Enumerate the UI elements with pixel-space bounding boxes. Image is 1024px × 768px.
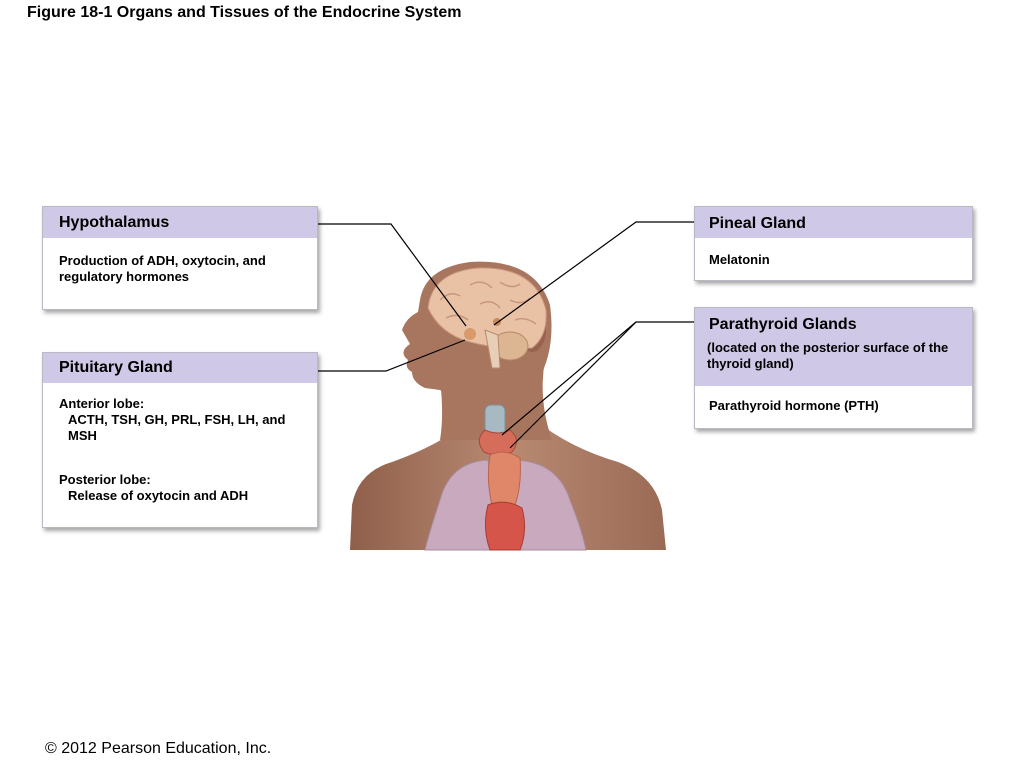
pituitary-card: Pituitary Gland Anterior lobe: ACTH, TSH…	[42, 352, 318, 528]
pineal-text: Melatonin	[709, 252, 770, 267]
parathyroid-subheading: (located on the posterior surface of the…	[707, 340, 949, 371]
trachea-thyroid	[478, 404, 517, 456]
anterior-lobe-text: ACTH, TSH, GH, PRL, FSH, LH, and MSH	[68, 412, 286, 443]
pineal-card: Pineal Gland Melatonin	[694, 206, 973, 281]
lungs	[424, 459, 587, 551]
anterior-lobe-label: Anterior lobe:	[59, 396, 145, 411]
parathyroid-header: Parathyroid Glands (located on the poste…	[695, 308, 972, 386]
copyright-notice: © 2012 Pearson Education, Inc.	[45, 740, 272, 757]
parathyroid-heading: Parathyroid Glands	[709, 316, 857, 333]
leader-lines	[318, 221, 694, 449]
hypothalamus-card: Hypothalamus Production of ADH, oxytocin…	[42, 206, 318, 310]
hypothalamus-heading: Hypothalamus	[43, 207, 317, 238]
posterior-lobe-label: Posterior lobe:	[59, 472, 151, 487]
hypothalamus-text: Production of ADH, oxytocin, and regulat…	[59, 253, 266, 284]
figure-title: Figure 18-1 Organs and Tissues of the En…	[27, 4, 462, 21]
parathyroid-text: Parathyroid hormone (PTH)	[709, 398, 879, 413]
pituitary-body: Anterior lobe: ACTH, TSH, GH, PRL, FSH, …	[43, 383, 305, 504]
brain	[427, 267, 547, 369]
pineal-heading: Pineal Gland	[695, 207, 972, 238]
thymus-heart	[484, 451, 526, 551]
pituitary-heading: Pituitary Gland	[43, 353, 317, 383]
posterior-lobe-text: Release of oxytocin and ADH	[68, 488, 249, 503]
parathyroid-card: Parathyroid Glands (located on the poste…	[694, 307, 973, 429]
